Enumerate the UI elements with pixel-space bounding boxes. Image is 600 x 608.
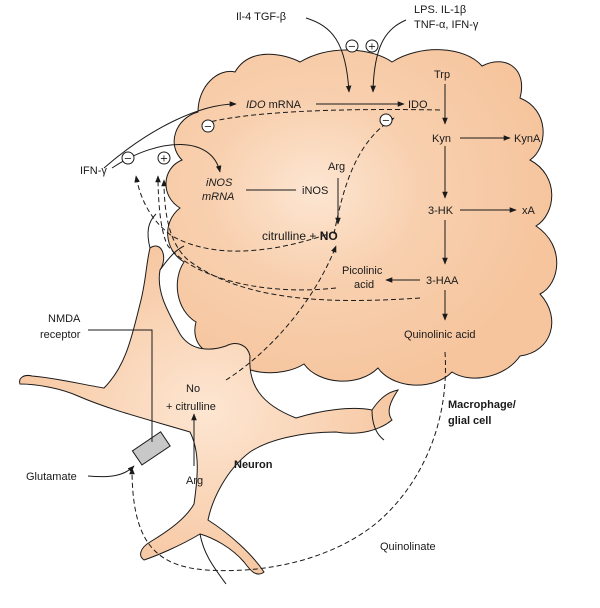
label-glutamate: Glutamate xyxy=(26,471,77,483)
plus-sign-lps: + xyxy=(365,39,379,53)
label-quinolinic-acid: Quinolinic acid xyxy=(404,329,476,341)
label-macrophage-2: glial cell xyxy=(448,415,491,427)
label-lps-il1b: LPS. IL-1β xyxy=(414,4,466,16)
label-inos: iNOS xyxy=(302,185,328,197)
label-citrulline-neuron: + citrulline xyxy=(166,401,216,413)
solid-arrows xyxy=(87,17,517,478)
minus-sign-ido: − xyxy=(379,113,393,127)
label-kyn: Kyn xyxy=(432,133,451,145)
label-neuron: Neuron xyxy=(234,459,273,471)
label-nmda-2: receptor xyxy=(40,329,81,341)
svg-text:−: − xyxy=(382,116,390,127)
label-no-neuron: No xyxy=(186,383,200,395)
label-nmda-1: NMDA xyxy=(48,313,81,325)
svg-text:−: − xyxy=(124,154,132,165)
label-picolinic-acid-1: Picolinic xyxy=(342,265,383,277)
plus-sign-ifng: + xyxy=(157,151,171,165)
label-citrulline-no: citrulline + NO xyxy=(262,229,338,243)
dashed-arrows xyxy=(129,109,446,572)
label-xa: xA xyxy=(522,205,536,217)
label-inos-mrna-2: mRNA xyxy=(202,191,234,203)
label-picolinic-acid-2: acid xyxy=(354,279,374,291)
label-inos-mrna-1: iNOS xyxy=(206,177,233,189)
label-macrophage-1: Macrophage/ xyxy=(448,399,516,411)
label-il4-tgfb: Il-4 TGF-β xyxy=(236,11,286,23)
label-trp: Trp xyxy=(434,69,450,81)
label-arg-macrophage: Arg xyxy=(328,161,345,173)
neuron-cell xyxy=(19,245,400,575)
minus-sign-il4: − xyxy=(345,39,359,53)
label-arg-neuron: Arg xyxy=(186,475,203,487)
svg-text:+: + xyxy=(368,42,376,53)
svg-text:−: − xyxy=(204,122,212,133)
svg-text:+: + xyxy=(160,154,168,165)
label-ido-mrna: IDO mRNA xyxy=(246,99,302,111)
svg-text:−: − xyxy=(348,42,356,53)
label-3-haa: 3-HAA xyxy=(426,275,459,287)
nmda-receptor xyxy=(131,431,171,466)
regulation-signs: − + − − − + xyxy=(121,39,393,165)
label-tnfa-ifng: TNF-α, IFN-γ xyxy=(414,19,479,31)
minus-sign-ifng: − xyxy=(121,151,135,165)
label-quinolinate: Quinolinate xyxy=(380,541,436,553)
label-kyna: KynA xyxy=(514,133,541,145)
label-ido: IDO xyxy=(408,99,428,111)
label-ifng: IFN-γ xyxy=(80,165,107,177)
macrophage-cell xyxy=(165,49,558,386)
labels: Il-4 TGF-β LPS. IL-1β TNF-α, IFN-γ IDO m… xyxy=(26,4,541,553)
label-3-hk: 3-HK xyxy=(428,205,454,217)
neuron-dendrites xyxy=(147,213,385,585)
minus-sign-ido-mrna: − xyxy=(201,119,215,133)
